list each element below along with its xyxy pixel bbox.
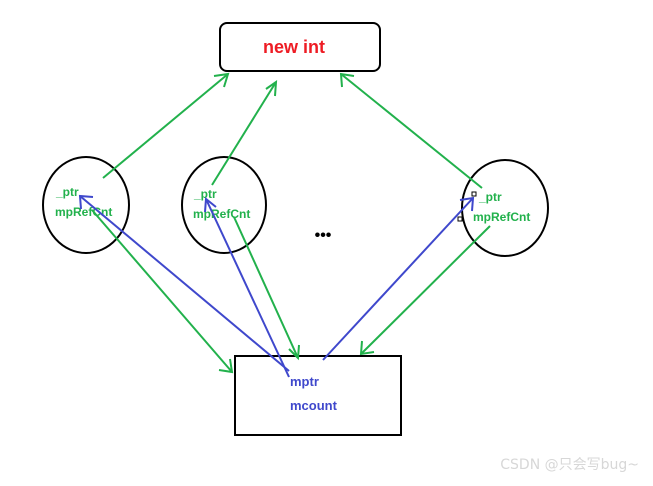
arrow-ref3-to-count-head <box>359 340 375 356</box>
arrow-mptr-to-ptr3-head <box>459 196 475 212</box>
marker-square-2 <box>457 216 463 222</box>
arrow-ptr3-to-heap-head <box>339 72 355 88</box>
arrow-ptr3-to-heap <box>340 73 483 189</box>
arrow-ptr1-to-heap <box>102 73 229 179</box>
arrow-ref2-to-count-head <box>288 344 300 361</box>
heap-object-box <box>219 22 381 72</box>
smart-ptr-1 <box>42 156 130 254</box>
heap-object-label: new int <box>263 37 325 57</box>
ref-count-count-label: mcount <box>290 398 338 413</box>
smart-ptr-3 <box>461 159 549 257</box>
arrow-mptr-to-ptr1 <box>79 195 290 372</box>
arrow-mptr-to-ptr3 <box>322 197 474 361</box>
arrow-ptr1-to-heap-head <box>213 72 230 88</box>
smart-ptr-3-ref-label: mpRefCnt <box>473 210 530 224</box>
ref-count-box <box>234 355 402 436</box>
arrow-mptr-to-ptr2-head <box>204 197 217 213</box>
smart-ptr-2 <box>181 156 267 254</box>
marker-square-1 <box>471 191 477 197</box>
arrow-ref1-to-count <box>91 209 233 373</box>
arrow-ptr2-to-heap-head <box>265 79 278 97</box>
arrow-mptr-to-ptr1-head <box>78 194 94 210</box>
watermark: CSDN @只会写bug~ <box>500 457 639 473</box>
green-arrows <box>91 72 491 374</box>
arrow-ref3-to-count <box>360 225 491 355</box>
arrow-ptr2-to-heap <box>211 81 277 186</box>
ellipsis-dots: ••• <box>315 227 332 244</box>
arrow-mptr-to-ptr2 <box>205 198 290 378</box>
arrow-ref1-to-count-head <box>218 358 234 374</box>
smart-ptr-2-ptr-label: _ptr <box>193 187 217 201</box>
blue-arrows <box>78 194 475 378</box>
smart-ptr-2-ref-label: mpRefCnt <box>193 207 250 221</box>
arrow-ref2-to-count <box>233 216 299 359</box>
ref-count-ptr-label: mptr <box>290 374 319 389</box>
smart-ptr-3-ptr-label: _ptr <box>478 190 502 204</box>
smart-ptr-1-ptr-label: _ptr <box>55 185 79 199</box>
